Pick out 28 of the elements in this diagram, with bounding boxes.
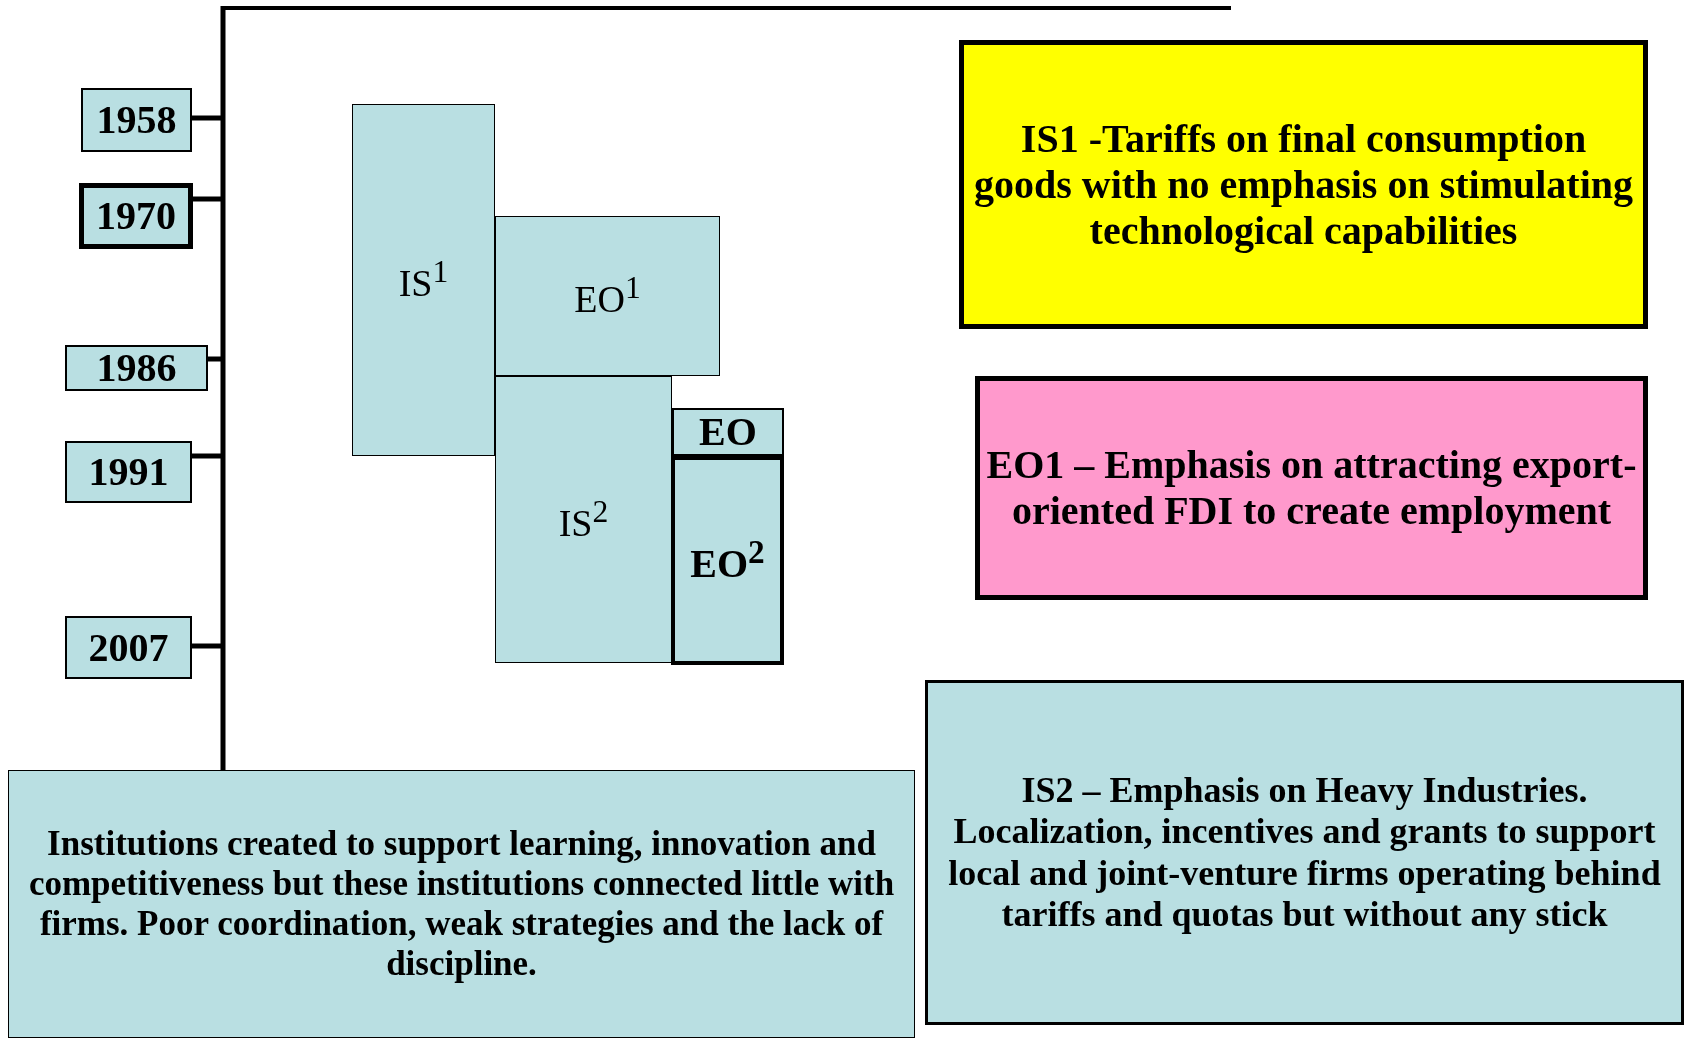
note-box <box>975 376 1648 600</box>
year-label: 1986 <box>96 345 177 391</box>
year-label: 2007 <box>88 624 169 671</box>
phase-label: IS$^{2}$ <box>558 493 609 546</box>
note-box <box>925 680 1684 1025</box>
year-label: 1991 <box>88 449 169 495</box>
phase-box <box>352 104 495 456</box>
note-box <box>959 40 1648 329</box>
note-box <box>8 770 915 1038</box>
phase-label: EO$^{1}$ <box>574 270 641 322</box>
year-box <box>65 616 192 679</box>
phase-box <box>671 456 784 665</box>
description-text: IS1 -Tariffs on final consumption goods with no emphasis on stimulating technological capabilities <box>972 115 1634 254</box>
description-text: IS2 – Emphasis on Heavy Industries. Localization, incentives and grants to support local and joint-venture firms operating behind tariffs and quotas but without any stick <box>947 769 1662 936</box>
year-box <box>65 441 192 503</box>
phase-label: EO$^{2}$ <box>690 533 765 588</box>
phase-label: EO <box>699 409 757 455</box>
year-box <box>79 183 193 249</box>
phase-box <box>495 376 672 663</box>
year-box <box>81 88 192 152</box>
phase-box <box>495 216 720 376</box>
description-text: Institutions created to support learning, innovation and competitiveness but these institutions connected little with firms. Poor coordination, weak strategies and the lack of discipline. <box>27 823 896 985</box>
phase-box <box>672 408 784 456</box>
description-text: EO1 – Emphasis on attracting export-oriented FDI to create employment <box>986 442 1637 534</box>
year-label: 1958 <box>96 97 177 143</box>
year-box <box>65 345 208 391</box>
year-label: 1970 <box>96 193 176 239</box>
phase-label: IS$^{1}$ <box>398 254 449 306</box>
